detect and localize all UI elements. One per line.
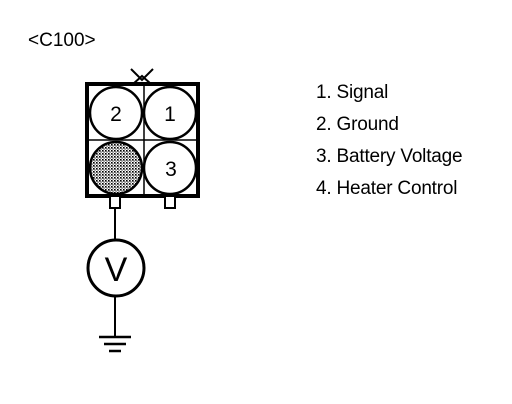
pin-label-2: 2 <box>110 103 122 126</box>
voltmeter-label: V <box>105 251 128 289</box>
pin-4-cavity-probed <box>88 140 144 196</box>
legend-item: 2. Ground <box>316 114 399 135</box>
legend-item: 1. Signal <box>316 82 389 103</box>
connector-key-icon <box>130 68 154 85</box>
pin-label-3: 3 <box>165 158 177 181</box>
pin-legend: 1. Signal 2. Ground 3. Battery Voltage 4… <box>316 77 463 205</box>
pin-2-cavity <box>88 85 144 141</box>
pin-1-cavity <box>142 85 198 141</box>
pin-label-1: 1 <box>164 103 176 126</box>
terminal-tab-left <box>109 195 121 209</box>
terminal-tab-right <box>164 195 176 209</box>
connector-id-label: <C100> <box>28 30 96 51</box>
pin-3-cavity <box>142 140 198 196</box>
legend-item: 3. Battery Voltage <box>316 146 463 167</box>
ground-symbol-icon <box>99 335 131 353</box>
legend-item: 4. Heater Control <box>316 178 458 199</box>
